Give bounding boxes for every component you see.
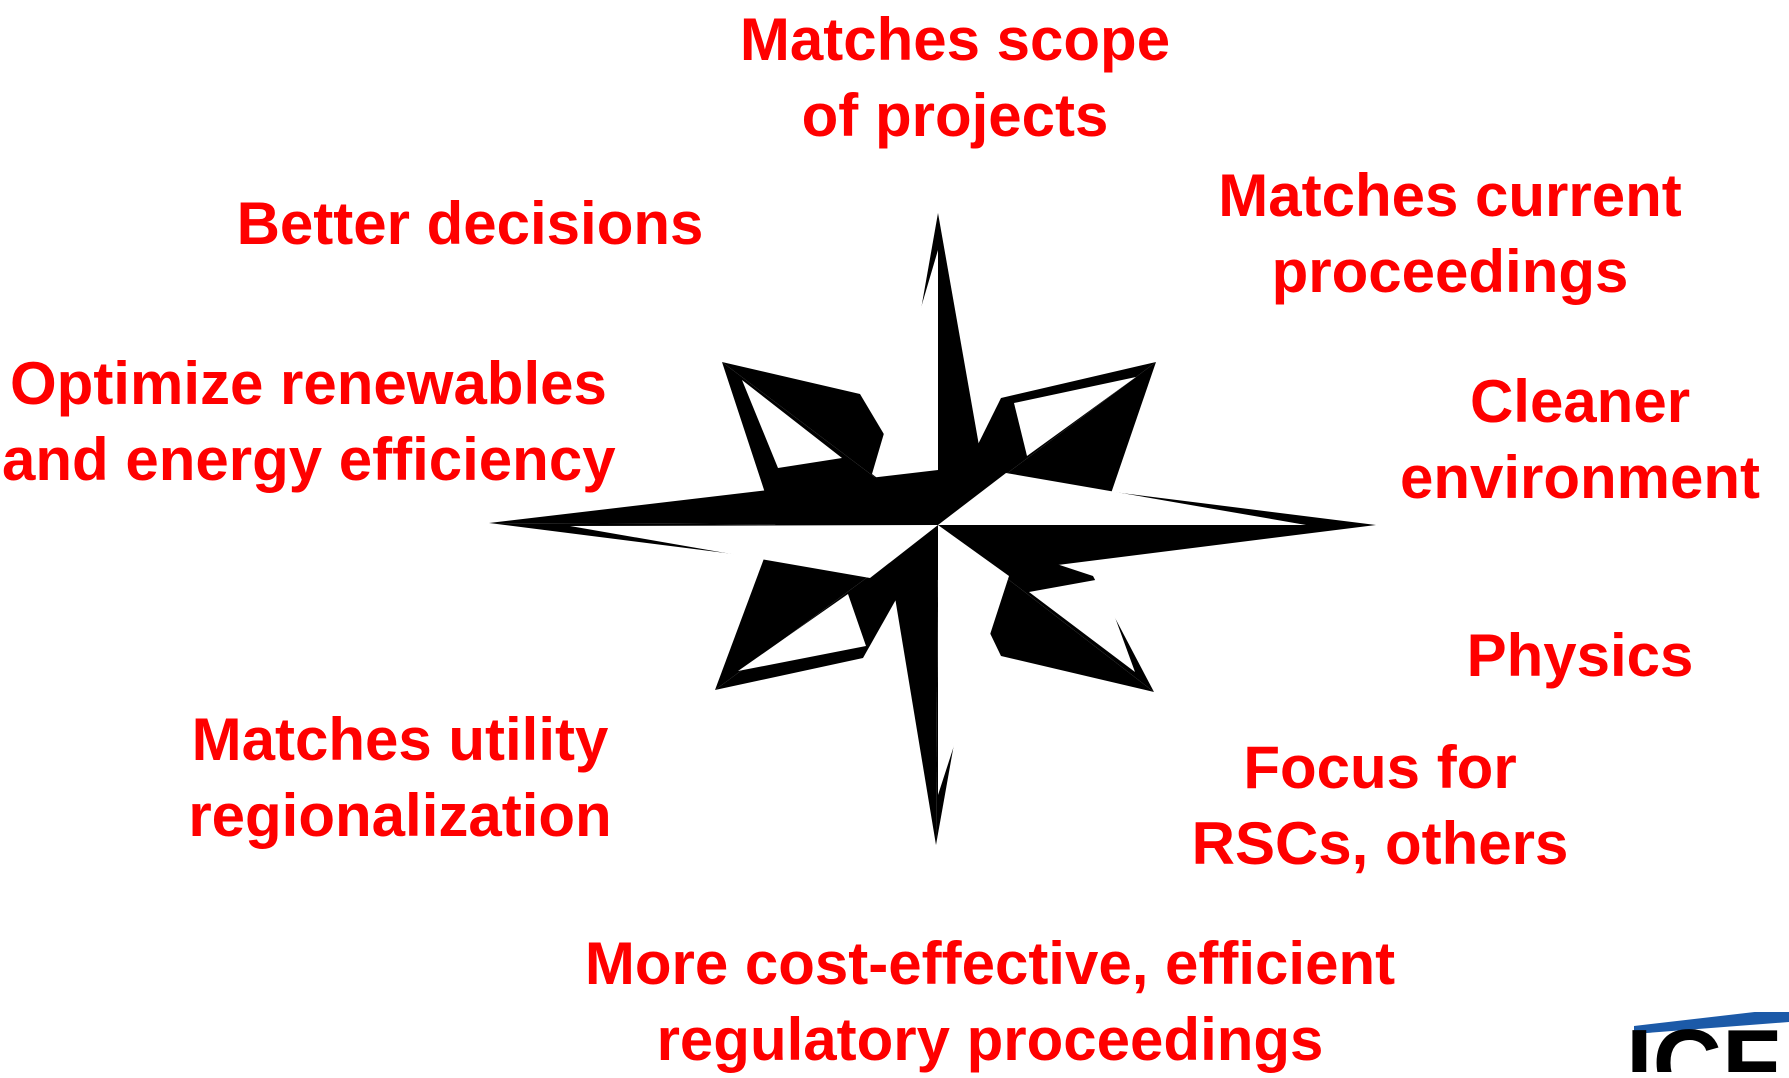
label-matches-current-proceedings: Matches current proceedings — [1180, 158, 1720, 310]
label-line: Better decisions — [236, 190, 704, 257]
label-better-decisions: Better decisions — [200, 186, 740, 262]
label-line: RSCs, others — [1191, 810, 1569, 877]
logo-graphic: ICF — [1626, 1012, 1789, 1072]
icf-logo: ICF — [1620, 1012, 1789, 1072]
label-line: proceedings — [1271, 238, 1629, 305]
label-line: Matches current — [1218, 162, 1682, 229]
label-line: regionalization — [188, 782, 612, 849]
label-physics: Physics — [1430, 618, 1730, 694]
label-focus-for-rscs: Focus for RSCs, others — [1160, 730, 1600, 882]
label-line: and energy efficiency — [2, 426, 616, 493]
label-line: Matches scope — [739, 6, 1171, 73]
label-line: of projects — [801, 82, 1109, 149]
label-matches-utility-regionalization: Matches utility regionalization — [140, 702, 660, 854]
label-matches-scope: Matches scope of projects — [700, 2, 1210, 154]
label-line: Focus for — [1243, 734, 1517, 801]
label-optimize-renewables: Optimize renewables and energy efficienc… — [2, 346, 662, 498]
logo-text: ICF — [1626, 1012, 1781, 1072]
rose-cardinal-points — [489, 213, 1376, 845]
label-line: Matches utility — [191, 706, 609, 773]
label-line: Physics — [1466, 622, 1694, 689]
label-cleaner-environment: Cleaner environment — [1380, 364, 1780, 516]
label-line: environment — [1399, 444, 1761, 511]
label-line: regulatory proceedings — [656, 1006, 1324, 1073]
label-line: Optimize renewables — [10, 350, 607, 417]
label-line: Cleaner — [1469, 368, 1691, 435]
label-line: More cost-effective, efficient — [584, 930, 1396, 997]
label-more-cost-effective: More cost-effective, efficient regulator… — [540, 926, 1440, 1078]
